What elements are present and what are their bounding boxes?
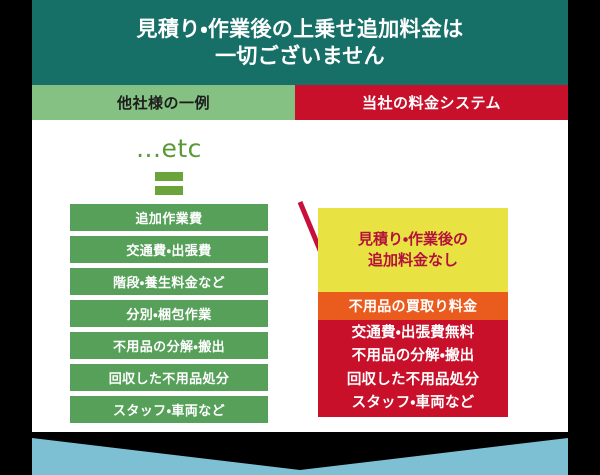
list-item: 不用品の分解・搬出: [70, 332, 268, 359]
equals-bar-top: [155, 172, 183, 181]
included-services-block: 交通費・出張費無料 不用品の分解・搬出 回収した不用品処分 スタッフ・車両など: [318, 320, 508, 417]
tab-other-companies[interactable]: 他社様の一例: [32, 85, 295, 120]
header-banner: 見積り・作業後の上乗せ追加料金は 一切ございません: [32, 0, 568, 85]
tab-our-pricing-label: 当社の料金システム: [361, 94, 502, 112]
tab-our-pricing[interactable]: 当社の料金システム: [295, 85, 568, 120]
list-item-label: 分別・梱包作業: [126, 308, 212, 323]
list-item-label: 交通費・出張費: [126, 244, 212, 259]
list-item-label: 階段・養生料金など: [112, 276, 226, 291]
buyback-price-text: 不用品の買取り料金: [348, 299, 478, 315]
included-services-text: 交通費・出張費無料 不用品の分解・搬出 回収した不用品処分 スタッフ・車両など: [346, 324, 480, 411]
comparison-tab-bar: 他社様の一例 当社の料金システム: [32, 85, 568, 120]
equals-bar-bottom: [155, 186, 183, 195]
buyback-price-band: 不用品の買取り料金: [318, 292, 508, 320]
no-extra-fee-text: 見積り・作業後の 追加料金なし: [357, 229, 469, 269]
equals-icon: [70, 172, 268, 195]
tab-other-companies-label: 他社様の一例: [116, 94, 210, 112]
list-item-label: スタッフ・車両など: [112, 404, 226, 419]
other-companies-fee-list: 追加作業費 交通費・出張費 階段・養生料金など 分別・梱包作業 不用品の分解・搬…: [70, 204, 268, 423]
list-item: スタッフ・車両など: [70, 396, 268, 423]
list-item-label: 追加作業費: [135, 212, 203, 227]
list-item: 階段・養生料金など: [70, 268, 268, 295]
list-item: 分別・梱包作業: [70, 300, 268, 327]
our-pricing-panel: 見積り・作業後の 追加料金なし 不用品の買取り料金 交通費・出張費無料 不用品の…: [318, 208, 508, 417]
list-item: 交通費・出張費: [70, 236, 268, 263]
list-item-label: 回収した不用品処分: [108, 372, 230, 387]
etc-label: ...etc: [136, 134, 202, 163]
list-item: 回収した不用品処分: [70, 364, 268, 391]
down-chevron-icon: [32, 438, 568, 475]
no-extra-fee-highlight: 見積り・作業後の 追加料金なし: [318, 208, 508, 292]
page-title: 見積り・作業後の上乗せ追加料金は 一切ございません: [136, 16, 464, 68]
list-item-label: 不用品の分解・搬出: [112, 340, 226, 355]
comparison-body: ...etc 追加作業費 交通費・出張費 階段・養生料金など 分別・梱包作業 不…: [32, 120, 568, 432]
list-item: 追加作業費: [70, 204, 268, 231]
